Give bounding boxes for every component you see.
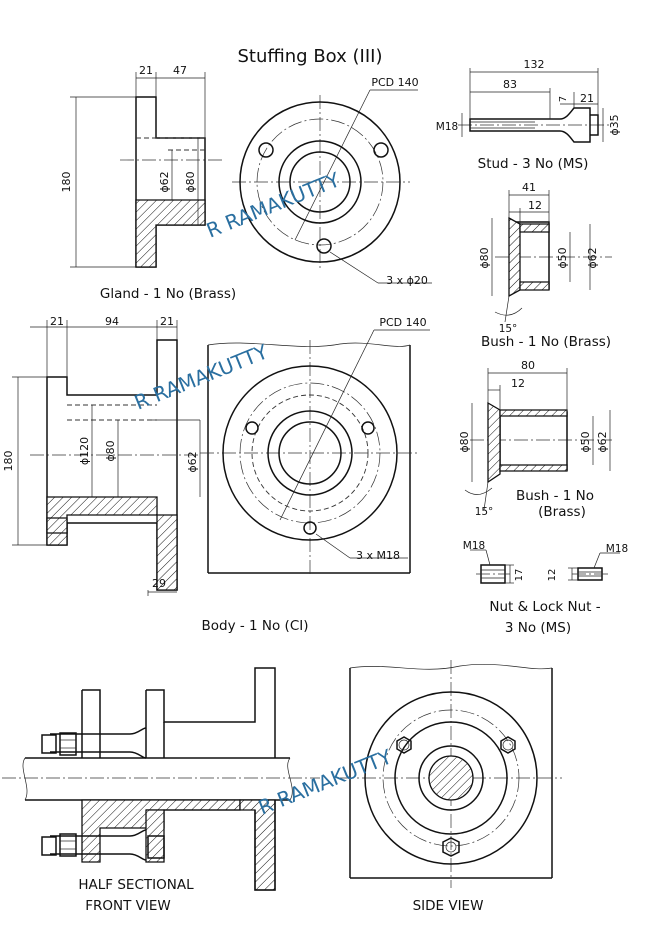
bush1-dim-80: ϕ80 (478, 247, 491, 268)
gland-dim-80: ϕ80 (184, 171, 197, 192)
nut-caption-line2: 3 No (MS) (505, 620, 571, 636)
body-dim-180: 180 (2, 451, 15, 472)
bush-one-view (491, 190, 612, 323)
bush1-dim-12: 12 (528, 199, 542, 212)
body-front-view (12, 320, 201, 596)
nut-dim-m18a: M18 (463, 540, 485, 552)
bush2-dim-12: 12 (511, 377, 525, 390)
nut-dim-17: 17 (514, 569, 525, 582)
bush-two-view (464, 368, 612, 511)
watermark-gland: R RAMAKUTTY (203, 167, 344, 243)
body-dim-21b: 21 (160, 315, 174, 328)
bush2-dim-62: ϕ62 (596, 431, 609, 452)
nut-caption-line1: Nut & Lock Nut - (489, 599, 600, 615)
bush1-dim-angle: 15° (499, 323, 518, 335)
body-holes-label: 3 x M18 (356, 549, 400, 562)
bush1-dim-50: ϕ50 (556, 247, 569, 268)
assembly-side-caption: SIDE VIEW (413, 898, 484, 914)
gland-dim-47: 47 (173, 64, 187, 77)
bush2-dim-angle: 15° (475, 506, 494, 518)
nut-dim-12: 12 (547, 569, 558, 582)
bush2-dim-50: ϕ50 (579, 431, 592, 452)
stud-dim-21: 21 (580, 92, 594, 105)
body-dim-21a: 21 (50, 315, 64, 328)
stud-dim-83: 83 (503, 78, 517, 91)
gland-pcd-label: PCD 140 (371, 76, 418, 89)
gland-side-view (232, 89, 432, 284)
stud-view (458, 68, 612, 143)
stud-dim-35: ϕ35 (608, 114, 621, 135)
stud-dim-7: 7 (558, 96, 569, 102)
bush1-dim-62: ϕ62 (586, 247, 599, 268)
bush2-caption-line1: Bush - 1 No (516, 488, 594, 504)
assembly-front-caption-line2: FRONT VIEW (85, 898, 171, 914)
assembly-front-view (2, 667, 320, 891)
body-dim-29: 29 (152, 577, 166, 590)
body-side-view (200, 329, 430, 575)
bush1-dim-41: 41 (522, 181, 536, 194)
bush2-caption-line2: (Brass) (538, 504, 586, 520)
assembly-side-view (340, 660, 562, 888)
nut-dim-m18b: M18 (606, 543, 628, 555)
bush1-caption: Bush - 1 No (Brass) (481, 334, 611, 350)
watermark-assembly: R RAMAKUTTY (255, 744, 396, 820)
assembly-front-caption-line1: HALF SECTIONAL (78, 877, 194, 893)
body-dim-120: ϕ120 (78, 437, 91, 465)
body-dim-62: ϕ62 (186, 451, 199, 472)
bush2-dim-80: ϕ80 (458, 431, 471, 452)
body-caption: Body - 1 No (CI) (201, 618, 308, 634)
watermark-body: R RAMAKUTTY (131, 339, 272, 415)
gland-dim-62: ϕ62 (158, 171, 171, 192)
gland-dim-21: 21 (139, 64, 153, 77)
nut-views (470, 549, 620, 584)
gland-dim-180: 180 (60, 172, 73, 193)
body-dim-94: 94 (105, 315, 119, 328)
body-pcd-label: PCD 140 (379, 316, 426, 329)
drawing-title: Stuffing Box (III) (237, 46, 382, 67)
gland-holes-label: 3 x ϕ20 (386, 274, 428, 287)
stud-dim-m18: M18 (436, 121, 458, 133)
gland-front-view (70, 72, 225, 268)
gland-caption: Gland - 1 No (Brass) (100, 286, 236, 302)
bush2-dim-80-top: 80 (521, 359, 535, 372)
stud-caption: Stud - 3 No (MS) (478, 156, 589, 172)
body-dim-80: ϕ80 (104, 440, 117, 461)
stud-dim-132: 132 (524, 58, 545, 71)
